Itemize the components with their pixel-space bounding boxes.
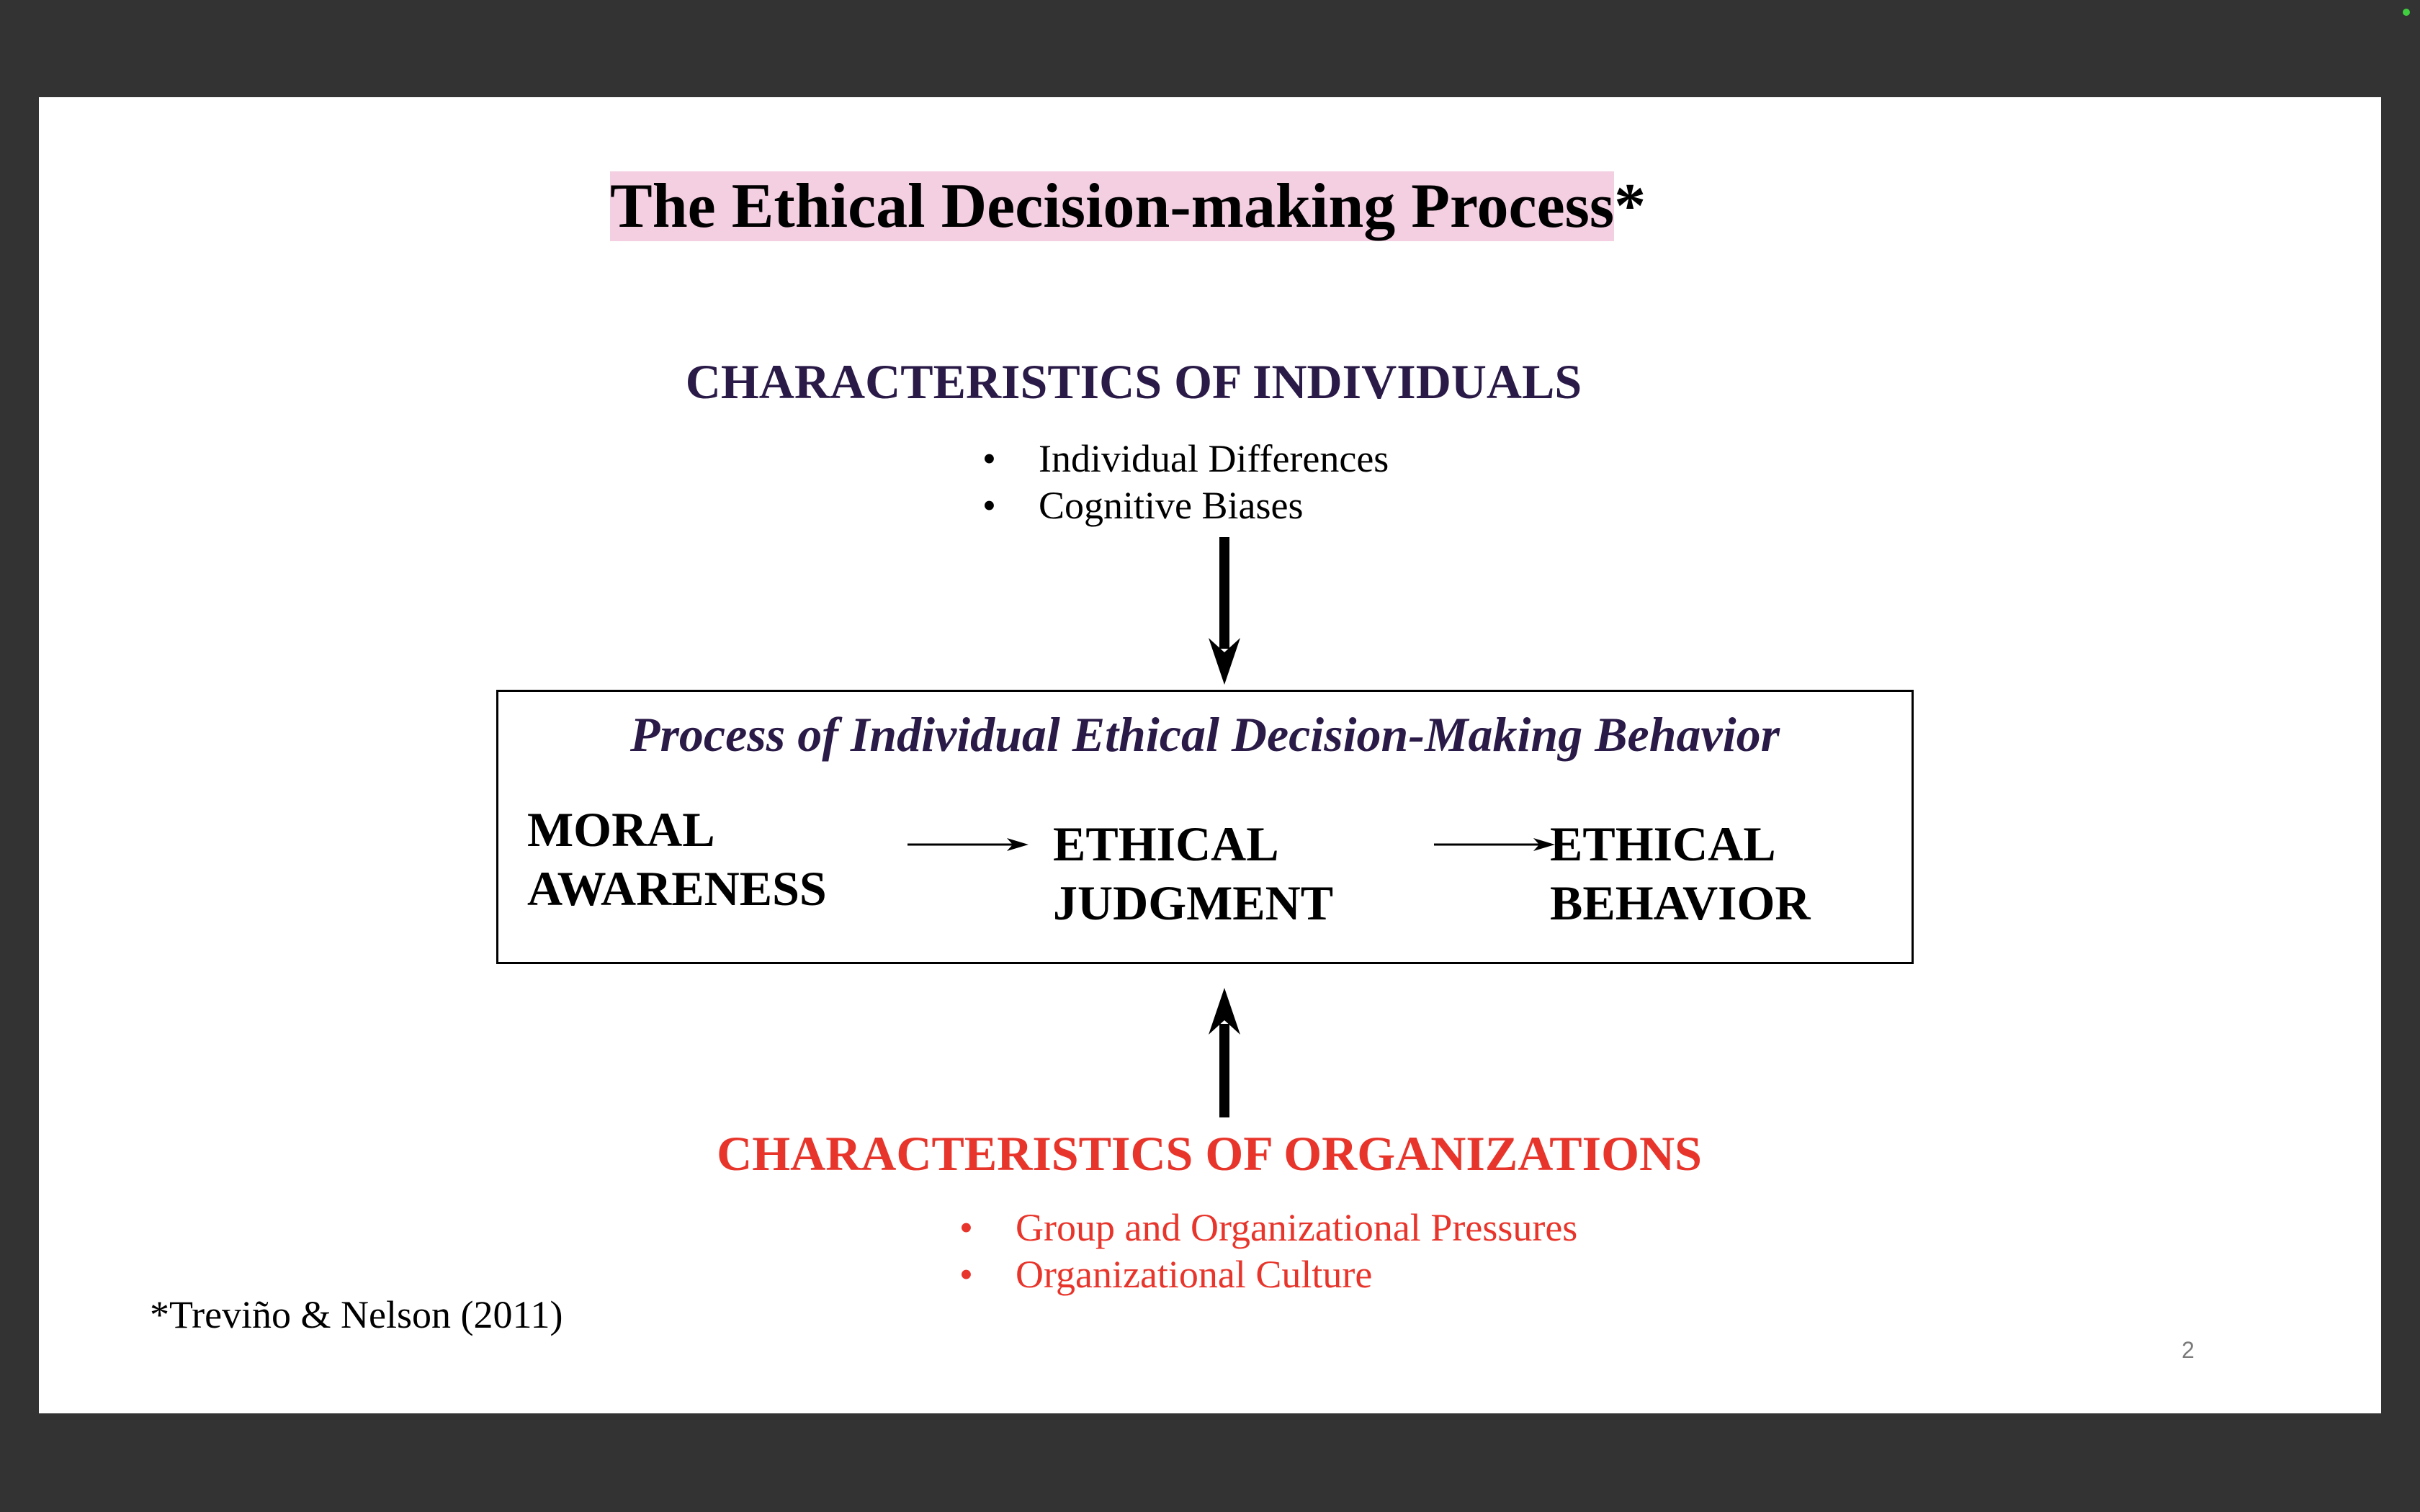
- stage-label-line: ETHICAL: [1053, 816, 1279, 871]
- list-item: • Cognitive Biases: [982, 482, 1389, 529]
- stage-ethical-judgment: ETHICAL JUDGMENT: [1053, 814, 1333, 932]
- window-status-indicator: [2403, 9, 2410, 16]
- list-item-text: Cognitive Biases: [1039, 484, 1304, 527]
- stage-ethical-behavior: ETHICAL BEHAVIOR: [1550, 814, 1811, 932]
- stage-label-line: AWARENESS: [527, 861, 827, 916]
- arrow-right-icon: [908, 838, 1028, 851]
- stage-label-line: MORAL: [527, 802, 715, 857]
- bullet-icon: •: [959, 1206, 973, 1249]
- process-box: Process of Individual Ethical Decision-M…: [496, 690, 1914, 964]
- list-item-text: Organizational Culture: [1016, 1253, 1373, 1296]
- page-number: 2: [2182, 1337, 2195, 1363]
- organizations-bullet-list: • Group and Organizational Pressures • Org…: [959, 1205, 1577, 1298]
- stage-label-line: ETHICAL: [1550, 816, 1776, 871]
- bullet-icon: •: [982, 437, 996, 480]
- list-item: • Group and Organizational Pressures: [959, 1205, 1577, 1251]
- list-item: • Individual Differences: [982, 436, 1389, 482]
- stage-label-line: BEHAVIOR: [1550, 876, 1811, 930]
- individuals-heading: CHARACTERISTICS OF INDIVIDUALS: [685, 354, 1582, 409]
- list-item: • Organizational Culture: [959, 1251, 1577, 1298]
- citation: *Treviño & Nelson (2011): [150, 1293, 563, 1336]
- arrow-right-icon: [1434, 838, 1555, 851]
- bullet-icon: •: [982, 484, 996, 527]
- list-item-text: Individual Differences: [1039, 437, 1389, 480]
- process-title: Process of Individual Ethical Decision-M…: [629, 707, 1780, 762]
- arrow-down-icon: [1209, 537, 1240, 685]
- slide-title-text: The Ethical Decision-making Process: [610, 171, 1615, 241]
- arrow-up-icon: [1209, 988, 1240, 1117]
- slide-title: The Ethical Decision-making Process*: [610, 169, 1646, 243]
- list-item-text: Group and Organizational Pressures: [1016, 1206, 1578, 1249]
- presentation-slide: The Ethical Decision-making Process* CHA…: [39, 97, 2381, 1413]
- stage-label-line: JUDGMENT: [1053, 876, 1334, 930]
- stage-moral-awareness: MORAL AWARENESS: [527, 800, 827, 918]
- bullet-icon: •: [959, 1253, 973, 1296]
- slide-title-asterisk: *: [1614, 171, 1646, 241]
- organizations-heading: CHARACTERISTICS OF ORGANIZATIONS: [717, 1126, 1702, 1181]
- individuals-bullet-list: • Individual Differences • Cognitive Biase…: [982, 436, 1389, 529]
